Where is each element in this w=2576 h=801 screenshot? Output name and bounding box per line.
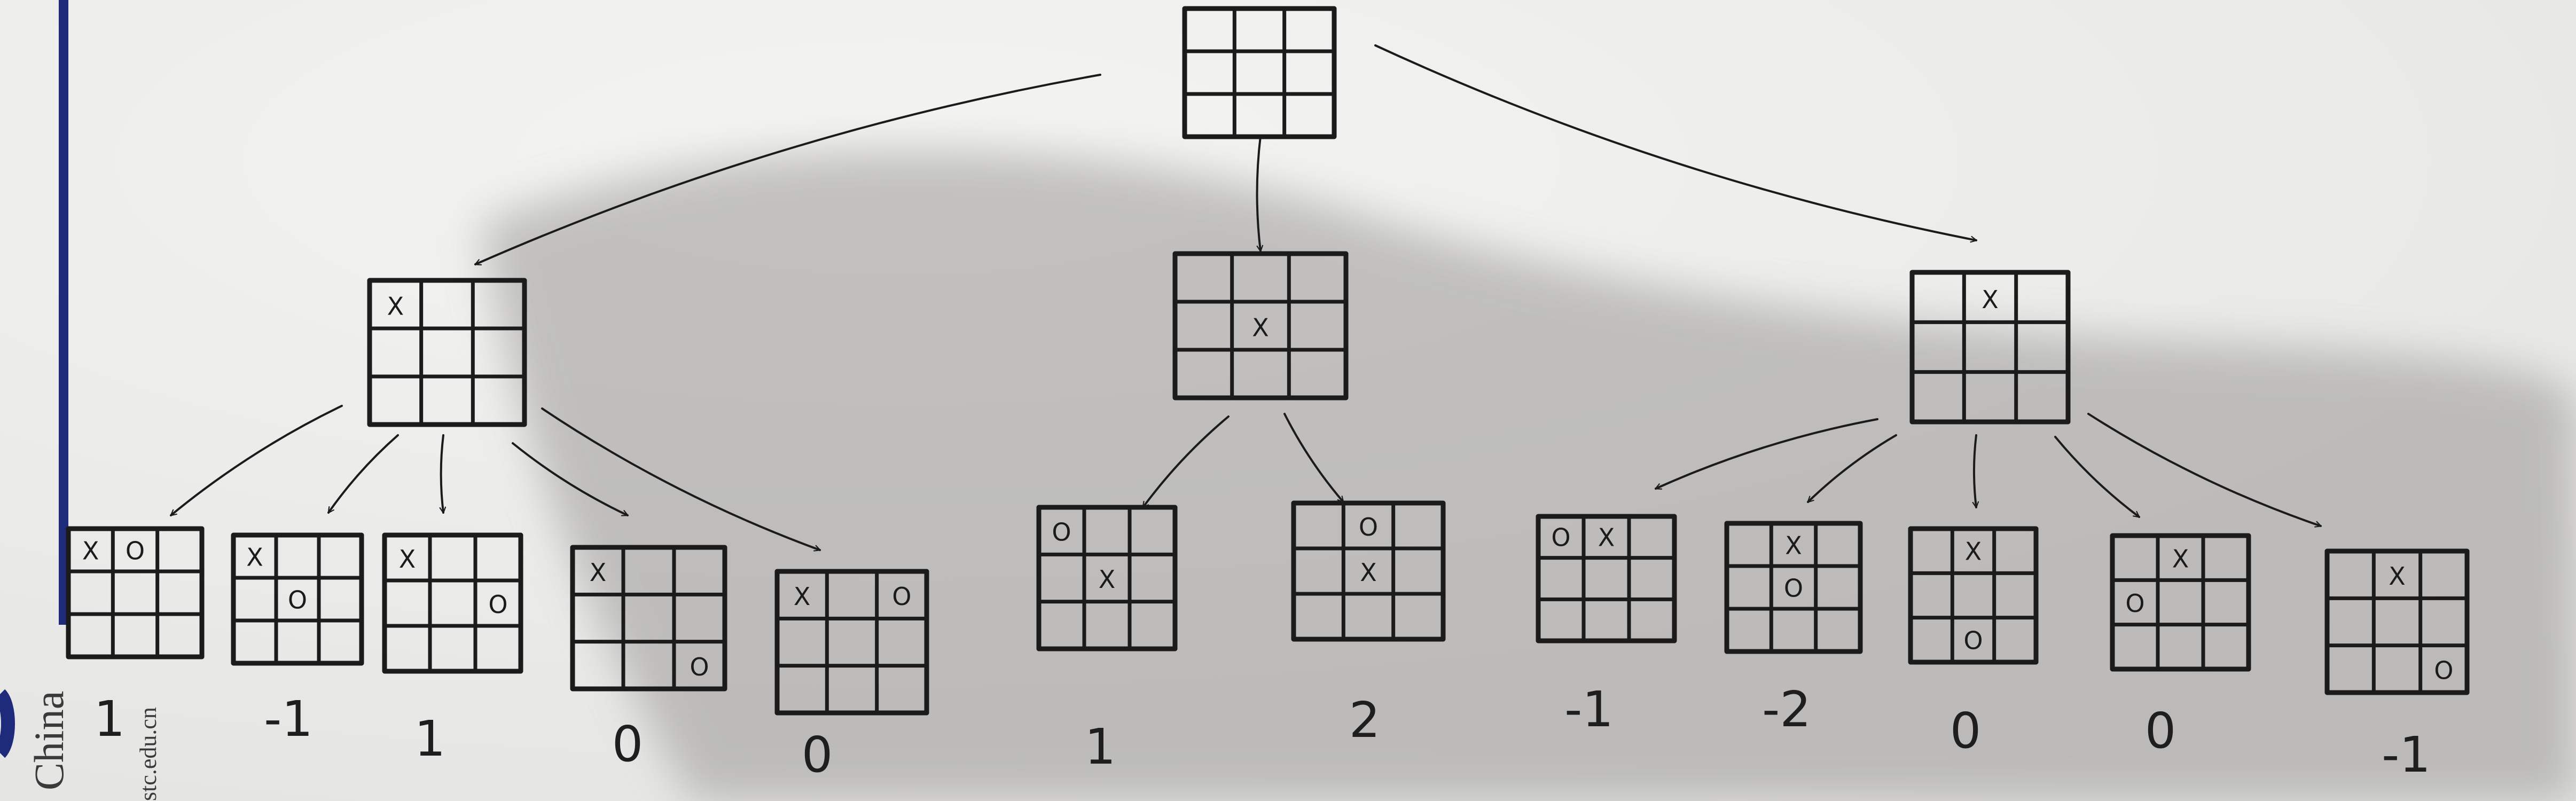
board-frame xyxy=(1908,526,2039,665)
board-frame xyxy=(1172,251,1349,400)
leaf-score: 1 xyxy=(414,710,446,767)
x-mark: X xyxy=(2389,562,2406,591)
tree-arrow xyxy=(1808,434,1897,502)
leaf-board: OX xyxy=(1036,505,1178,651)
leaf-score: -1 xyxy=(1564,681,1614,738)
o-mark: O xyxy=(892,582,911,611)
board-frame xyxy=(1909,270,2071,425)
board-frame xyxy=(2110,533,2251,672)
paper-margin-ring xyxy=(0,689,15,758)
x-mark: X xyxy=(387,292,404,320)
root-board xyxy=(1182,6,1337,139)
board-frame xyxy=(66,526,205,659)
o-mark: O xyxy=(1784,574,1803,602)
leaf-score: 1 xyxy=(1085,718,1116,775)
board-frame xyxy=(774,569,929,716)
leaf-board: XO xyxy=(1724,521,1863,654)
leaf-board: XO xyxy=(2324,548,2470,695)
leaf-board: XO xyxy=(570,545,727,692)
x-mark: X xyxy=(246,543,263,571)
x-mark: X xyxy=(2172,545,2189,574)
leaf-score: 1 xyxy=(94,690,126,748)
x-mark: X xyxy=(1598,523,1615,552)
o-mark: O xyxy=(2434,656,2453,685)
paper-margin-text-large: China xyxy=(26,691,72,790)
x-mark: X xyxy=(1785,531,1802,560)
level1-board: X xyxy=(1909,270,2071,425)
tree-scores: 1 -1 1 0 0 1 2 -1 -2 0 0 -1 xyxy=(94,681,2431,783)
tree-arrow xyxy=(1374,44,1976,240)
leaf-board: XO xyxy=(231,532,364,666)
o-mark: O xyxy=(2125,589,2144,618)
leaf-board: OX xyxy=(1291,500,1446,642)
leaf-score: 0 xyxy=(1950,702,1982,759)
tree-arrow xyxy=(1256,135,1260,251)
x-mark: X xyxy=(590,558,607,587)
leaf-score: 0 xyxy=(612,716,644,773)
tree-arrow xyxy=(441,434,443,513)
x-mark: X xyxy=(82,536,99,565)
board-frame xyxy=(367,278,527,427)
tree-arrow xyxy=(1656,418,1878,490)
x-mark: X xyxy=(399,545,416,574)
tree-arrow xyxy=(512,442,628,516)
board-frame xyxy=(382,532,523,674)
level1-board: X xyxy=(367,278,527,427)
leaf-score: -1 xyxy=(2382,726,2431,783)
o-mark: O xyxy=(1551,523,1570,552)
tree-arrow xyxy=(2054,436,2139,518)
o-mark: O xyxy=(288,585,307,614)
board-frame xyxy=(1724,521,1863,654)
o-mark: O xyxy=(1963,626,1983,655)
leaf-board: XO xyxy=(2110,533,2251,672)
tree-arrow xyxy=(1142,415,1230,507)
leaf-score: 0 xyxy=(802,726,833,783)
x-mark: X xyxy=(1965,537,1982,566)
board-frame xyxy=(1536,514,1677,643)
board-frame xyxy=(1036,505,1178,651)
leaf-score: 0 xyxy=(2145,702,2176,759)
o-mark: O xyxy=(1052,518,1071,547)
board-frame xyxy=(1182,6,1337,139)
tree-arrow xyxy=(475,74,1101,265)
leaf-score: -2 xyxy=(1762,681,1811,738)
board-frame xyxy=(570,545,727,692)
x-mark: X xyxy=(1982,285,1999,314)
tree-arrow xyxy=(541,407,820,550)
board-frame xyxy=(1291,500,1446,642)
paper-shadow xyxy=(481,150,2576,801)
tree-arrow xyxy=(1283,413,1344,502)
x-mark: X xyxy=(794,582,811,611)
paper-margin-text-small: stc.edu.cn xyxy=(135,707,161,801)
o-mark: O xyxy=(126,536,145,565)
tree-arrow xyxy=(1974,434,1976,507)
tree-edges xyxy=(171,44,2321,550)
tree-arrow xyxy=(327,434,399,513)
board-frame xyxy=(231,532,364,666)
o-mark: O xyxy=(690,653,709,681)
level1-board: X xyxy=(1172,251,1349,400)
leaf-board: XO xyxy=(1908,526,2039,665)
o-mark: O xyxy=(1359,513,1378,541)
leaf-score: -1 xyxy=(264,690,313,748)
paper-margin-line xyxy=(59,0,68,625)
x-mark: X xyxy=(1099,565,1116,594)
board-frame xyxy=(2324,548,2470,695)
leaf-score: 2 xyxy=(1349,692,1381,749)
x-mark: X xyxy=(1360,558,1377,587)
tree-arrow xyxy=(2087,413,2321,526)
tree-arrow xyxy=(171,405,343,516)
leaf-board: XO xyxy=(382,532,523,674)
x-mark: X xyxy=(1252,313,1269,342)
o-mark: O xyxy=(488,590,507,619)
